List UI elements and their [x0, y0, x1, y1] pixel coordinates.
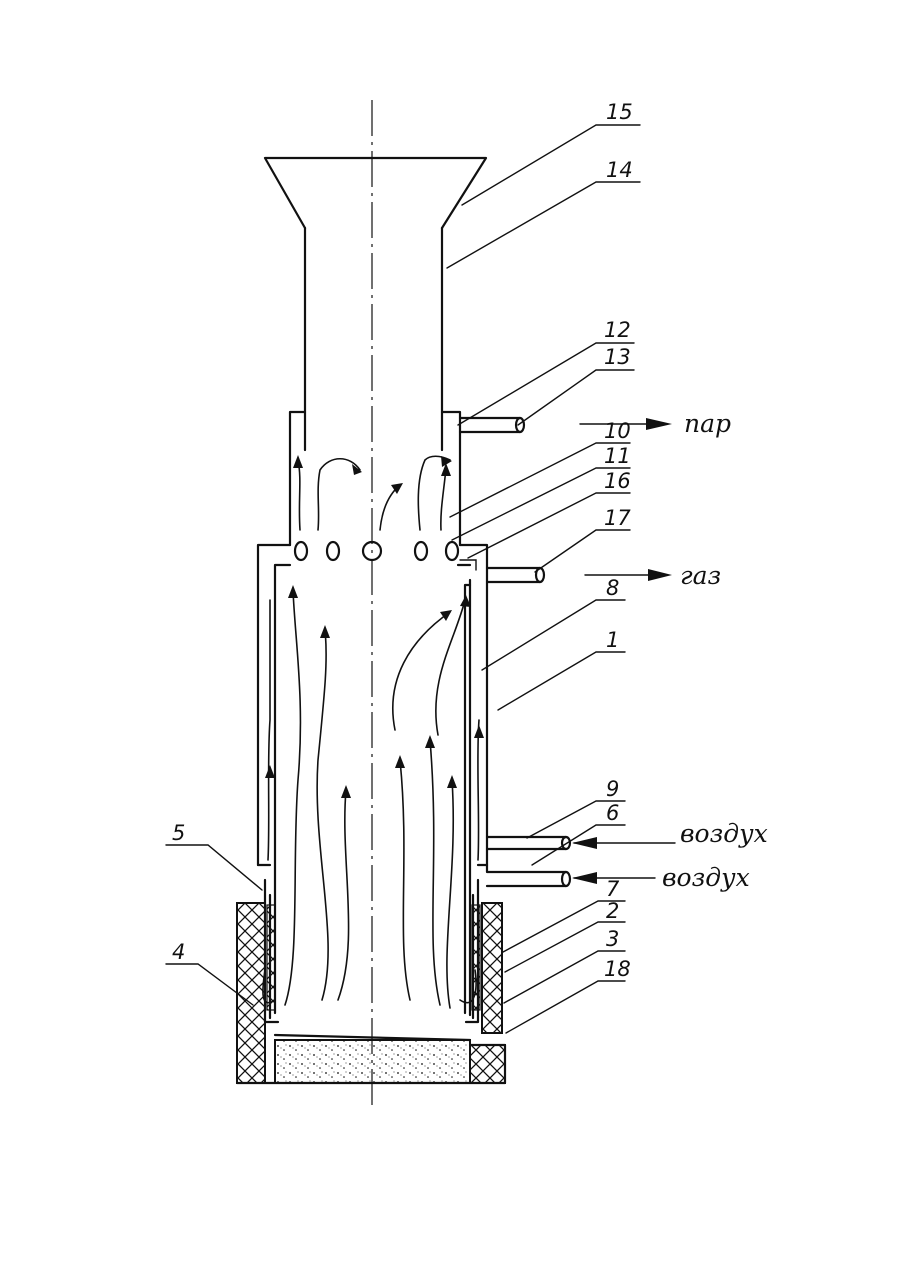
label-3: 3: [606, 927, 619, 951]
steam-pipe: [460, 418, 520, 432]
label-16: 16: [604, 469, 631, 493]
coil-left: [267, 905, 275, 1010]
label-13: 13: [604, 345, 631, 369]
outlet-hole: [415, 542, 427, 560]
outlet-hole: [295, 542, 307, 560]
air-upper-arrow-head: [572, 837, 597, 849]
label-17: 17: [604, 506, 631, 530]
upper-tube: [305, 228, 442, 450]
label-18: 18: [604, 957, 631, 981]
label-2: 2: [606, 899, 619, 923]
steam-pipe-end: [516, 418, 524, 432]
label-air-lower: воздух: [662, 863, 750, 892]
outlet-hole: [446, 542, 458, 560]
label-4: 4: [172, 940, 185, 964]
insulation-right: [482, 903, 502, 1033]
flow-arrows: [263, 456, 479, 1008]
label-11: 11: [604, 444, 631, 468]
label-14: 14: [606, 158, 633, 182]
air-pipe-lower: [487, 865, 566, 886]
label-8: 8: [606, 576, 619, 600]
steam-jacket: [290, 412, 460, 545]
label-gas: газ: [680, 561, 721, 590]
air-pipe-lower-end: [562, 872, 570, 886]
funnel: [265, 158, 486, 228]
label-6: 6: [606, 801, 619, 825]
flow-arrow-heads: [265, 455, 484, 798]
base-block-right: [470, 1045, 505, 1083]
label-air-upper: воздух: [680, 819, 768, 848]
label-9: 9: [606, 777, 619, 801]
outlet-hole: [327, 542, 339, 560]
air-pipe-upper: [487, 837, 566, 849]
label-12: 12: [604, 318, 631, 342]
gas-arrow-head: [648, 569, 672, 581]
air-lower-arrow-head: [572, 872, 597, 884]
label-10: 10: [604, 419, 631, 443]
label-steam: пар: [684, 409, 731, 438]
label-1: 1: [606, 628, 619, 652]
label-7: 7: [606, 877, 620, 901]
label-5: 5: [172, 821, 185, 845]
label-15: 15: [606, 100, 633, 124]
steam-arrow-head: [646, 418, 672, 430]
gas-pipe: [487, 568, 540, 582]
coil-right: [472, 905, 480, 1010]
ash-pan: [275, 1040, 470, 1083]
insulation-left: [237, 903, 265, 1083]
